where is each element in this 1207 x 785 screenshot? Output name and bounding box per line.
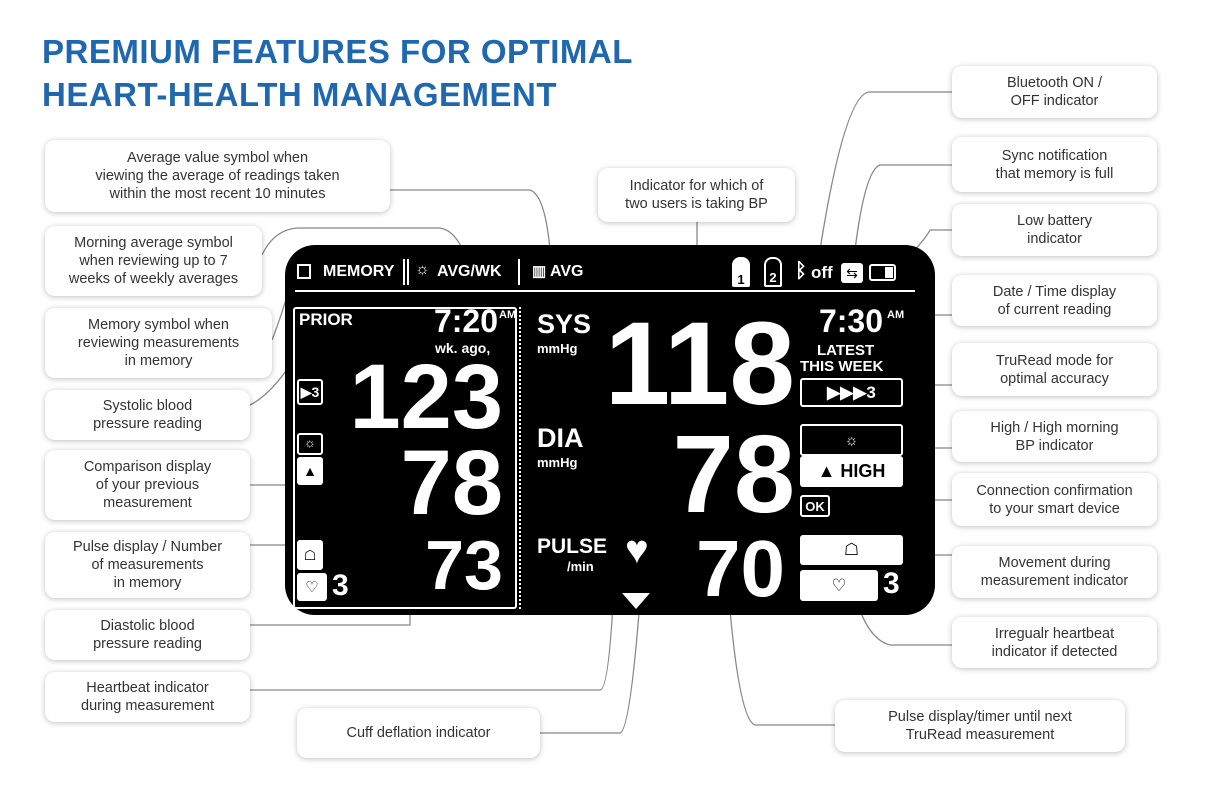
callout-avg-symbol: Average value symbol when viewing the av… (45, 140, 390, 212)
avg-label: AVG (550, 263, 584, 280)
title-line-2: HEART-HEALTH MANAGEMENT (42, 76, 558, 113)
pulse-unit: /min (567, 559, 594, 574)
low-battery-icon (869, 264, 896, 281)
callout-movement: Movement during measurement indicator (952, 546, 1157, 598)
current-ampm: AM (887, 309, 905, 321)
memory-label: MEMORY (323, 263, 395, 280)
user-1-icon: 1 (732, 257, 750, 287)
callout-pulse-timer: Pulse display/timer until next TruRead m… (835, 700, 1125, 752)
callout-irregular: Irregualr heartbeat indicator if detecte… (952, 617, 1157, 668)
avgwk-label: AVG/WK (437, 263, 502, 280)
wk-ago-label: wk. ago, (435, 340, 491, 356)
callout-diastolic: Diastolic blood pressure reading (45, 610, 250, 660)
irregular-count: 3 (883, 567, 900, 600)
sync-icon: ⇆ (841, 263, 863, 283)
sys-unit: mmHg (537, 341, 578, 356)
high-indicator: ▲ HIGH (800, 456, 903, 487)
high-arrow-icon: ▲ (297, 457, 323, 485)
prior-ampm: AM (499, 309, 517, 321)
ok-indicator: OK (800, 495, 830, 517)
callout-connection: Connection confirmation to your smart de… (952, 473, 1157, 526)
divider (518, 259, 520, 285)
callout-memory-symbol: Memory symbol when reviewing measurement… (45, 308, 272, 378)
dotted-divider (519, 307, 521, 609)
current-systolic-value: 118 (604, 298, 795, 430)
high-arrow-icon: ▲ (817, 461, 841, 481)
sunrise-icon: ☼ (297, 433, 323, 455)
prior-systolic-value: 123 (349, 346, 504, 448)
this-week-label: THIS WEEK (800, 358, 884, 375)
page-title: PREMIUM FEATURES FOR OPTIMAL HEART-HEALT… (42, 30, 633, 116)
movement-indicator: ☖ (800, 535, 903, 565)
dia-unit: mmHg (537, 455, 578, 470)
current-pulse-value: 70 (696, 524, 785, 613)
callout-high: High / High morning BP indicator (952, 411, 1157, 462)
pulse-label: PULSE (537, 535, 608, 558)
callout-pulse-memory: Pulse display / Number of measurements i… (45, 532, 250, 598)
cuff-deflation-icon (622, 593, 650, 609)
callout-user-indicator: Indicator for which of two users is taki… (598, 168, 795, 222)
movement-icon: ☖ (297, 540, 323, 570)
heartbeat-icon: ♥ (625, 528, 649, 572)
callout-battery: Low battery indicator (952, 204, 1157, 256)
title-line-1: PREMIUM FEATURES FOR OPTIMAL (42, 33, 633, 70)
callout-morning-average: Morning average symbol when reviewing up… (45, 226, 262, 296)
current-time: 7:30 (818, 303, 883, 339)
prior-truread-icon: ▶3 (297, 379, 323, 405)
callout-sync: Sync notification that memory is full (952, 137, 1157, 192)
dia-label: DIA (537, 423, 584, 453)
truread-indicator: ▶▶▶3 (800, 378, 903, 407)
prior-diastolic-value: 78 (400, 432, 503, 534)
sunrise-icon: ☼ (415, 261, 430, 278)
prior-panel (293, 307, 517, 609)
callout-datetime: Date / Time display of current reading (952, 275, 1157, 326)
lcd-divider (295, 290, 915, 292)
avg-chart-icon: ▥ (532, 263, 547, 280)
irregular-heartbeat-indicator: ♡ (800, 570, 878, 601)
callout-cuff-deflation: Cuff deflation indicator (297, 708, 540, 758)
irregular-heartbeat-icon: ♡ (297, 573, 327, 601)
divider (403, 259, 409, 285)
callout-comparison: Comparison display of your previous meas… (45, 450, 250, 520)
lcd-display: MEMORY ☼ AVG/WK ▥ AVG 1 2 ᛒ off ⇆ PRIOR … (285, 245, 935, 615)
callout-heartbeat: Heartbeat indicator during measurement (45, 672, 250, 722)
prior-label: PRIOR (299, 310, 353, 329)
memory-count: 3 (332, 569, 349, 602)
current-diastolic-value: 78 (672, 413, 795, 536)
latest-label: LATEST (817, 342, 875, 359)
callout-bluetooth: Bluetooth ON / OFF indicator (952, 66, 1157, 118)
bluetooth-off-label: off (811, 263, 833, 282)
bluetooth-icon: ᛒ (795, 260, 807, 282)
memory-icon (297, 264, 311, 279)
prior-time: 7:20 (433, 303, 498, 339)
high-label: HIGH (840, 461, 886, 481)
morning-sunrise-icon: ☼ (800, 424, 903, 456)
callout-truread: TruRead mode for optimal accuracy (952, 343, 1157, 396)
callout-systolic: Systolic blood pressure reading (45, 390, 250, 440)
sys-label: SYS (537, 309, 592, 339)
prior-pulse-value: 73 (425, 526, 503, 604)
user-2-icon: 2 (764, 257, 782, 287)
